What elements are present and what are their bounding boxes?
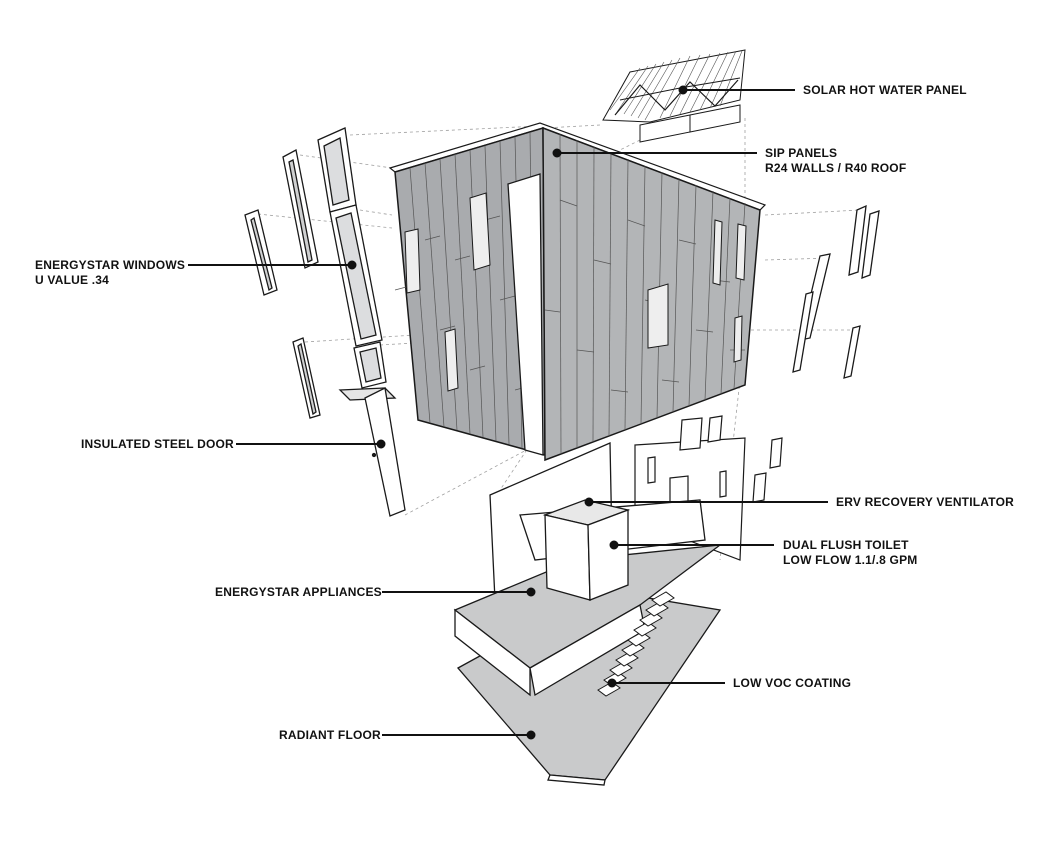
label-solar-hot-water-panel: SOLAR HOT WATER PANEL — [803, 83, 967, 98]
label-door-line1: INSULATED STEEL DOOR — [81, 437, 234, 451]
label-sip-line2: R24 WALLS / R40 ROOF — [765, 161, 907, 175]
label-sip-panels: SIP PANELS R24 WALLS / R40 ROOF — [765, 146, 906, 176]
label-windows-line2: U VALUE .34 — [35, 273, 109, 287]
label-energystar-windows: ENERGYSTAR WINDOWS U VALUE .34 — [35, 258, 185, 288]
label-erv-recovery-ventilator: ERV RECOVERY VENTILATOR — [836, 495, 1014, 510]
sip-wall-box — [388, 122, 767, 462]
label-windows-line1: ENERGYSTAR WINDOWS — [35, 258, 186, 272]
label-dual-flush-toilet: DUAL FLUSH TOILET LOW FLOW 1.1/.8 GPM — [783, 538, 917, 568]
leader-lines — [188, 85, 828, 740]
label-toilet-line1: DUAL FLUSH TOILET — [783, 538, 909, 552]
label-appliances-line1: ENERGYSTAR APPLIANCES — [215, 585, 382, 599]
label-erv-line1: ERV RECOVERY VENTILATOR — [836, 495, 1014, 509]
left-window-units — [244, 127, 406, 517]
label-voc-line1: LOW VOC COATING — [733, 676, 852, 690]
solar-panel-illustration — [602, 49, 746, 143]
label-solar-line1: SOLAR HOT WATER PANEL — [803, 83, 967, 97]
label-sip-line1: SIP PANELS — [765, 146, 838, 160]
label-radiant-line1: RADIANT FLOOR — [279, 728, 381, 742]
label-energystar-appliances: ENERGYSTAR APPLIANCES — [215, 585, 382, 600]
label-toilet-line2: LOW FLOW 1.1/.8 GPM — [783, 553, 918, 567]
label-low-voc-coating: LOW VOC COATING — [733, 676, 851, 691]
right-window-units — [792, 204, 880, 379]
label-insulated-steel-door: INSULATED STEEL DOOR — [81, 437, 234, 452]
label-radiant-floor: RADIANT FLOOR — [279, 728, 381, 743]
